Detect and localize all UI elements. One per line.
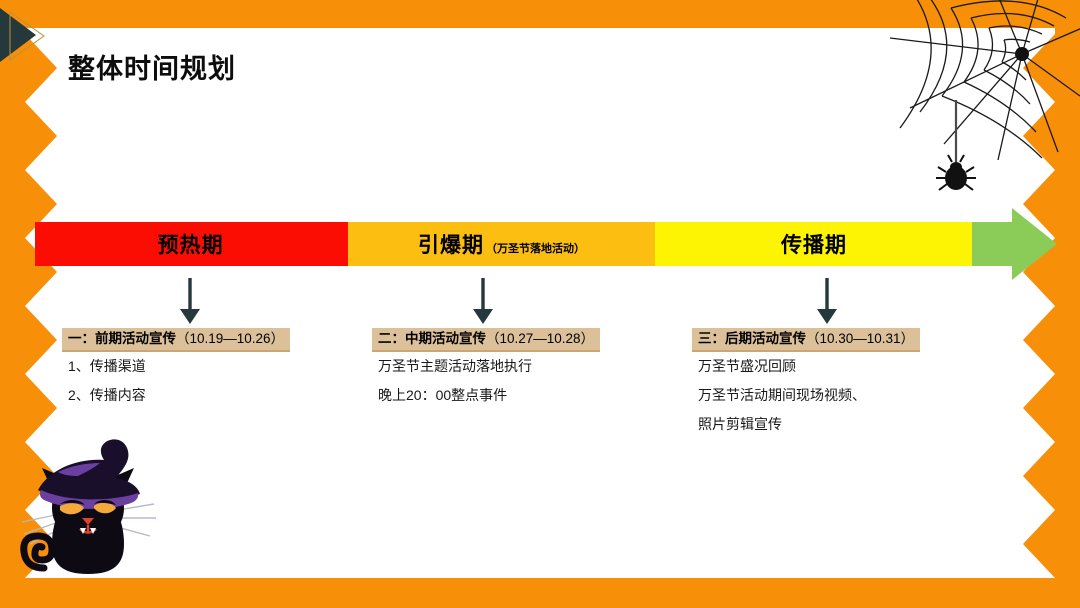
timeline-bar: 预热期 引爆期 （万圣节落地活动） 传播期 (35, 208, 1060, 280)
page-title: 整体时间规划 (68, 54, 236, 84)
phase-3-title: 后期活动宣传 (725, 331, 806, 346)
phase-3-date: （10.30—10.31） (806, 331, 915, 346)
timeline-segment-3[interactable]: 传播期 (655, 222, 975, 266)
phase-block-3: 三：后期活动宣传（10.30—10.31） 万圣节盛况回顾 万圣节活动期间现场视… (692, 328, 921, 439)
phase-1-line-2: 2、传播内容 (68, 387, 146, 403)
phase-3-index: 三： (698, 331, 725, 346)
phase-2-line-1: 万圣节主题活动落地执行 (378, 358, 532, 374)
phase-3-line-1: 万圣节盛况回顾 (698, 358, 796, 374)
timeline-arrow-head-icon (972, 208, 1057, 280)
phase-3-line-3: 照片剪辑宣传 (698, 416, 782, 432)
spider-icon (936, 154, 976, 191)
phase-block-1: 一：前期活动宣传（10.19—10.26） 1、传播渠道 2、传播内容 (62, 328, 291, 410)
phase-2-title: 中期活动宣传 (405, 331, 486, 346)
left-zigzag-edge (0, 28, 57, 578)
phase-1-line-1: 1、传播渠道 (68, 358, 146, 374)
top-accent-bar (0, 0, 1080, 28)
phase-2-line-2: 晚上20：00整点事件 (378, 387, 508, 403)
connector-arrow-2-icon (473, 278, 493, 324)
phase-2-index: 二： (378, 331, 405, 346)
bottom-accent-bar (0, 578, 1080, 608)
segment-3-label: 传播期 (781, 234, 847, 257)
timeline-segment-2[interactable]: 引爆期 （万圣节落地活动） (348, 222, 655, 266)
witch-cat-icon (20, 439, 156, 574)
segment-1-label: 预热期 (157, 234, 224, 257)
segment-2-label: 引爆期 (418, 234, 484, 257)
phase-1-index: 一： (68, 331, 95, 346)
segment-2-sublabel: （万圣节落地活动） (486, 243, 585, 255)
phase-2-heading: 二：中期活动宣传（10.27—10.28） (372, 328, 601, 352)
phase-1-heading: 一：前期活动宣传（10.19—10.26） (62, 328, 291, 352)
right-zigzag-edge (1023, 28, 1080, 578)
phase-3-heading: 三：后期活动宣传（10.30—10.31） (692, 328, 921, 352)
connector-arrow-1-icon (180, 278, 200, 324)
phase-2-date: （10.27—10.28） (486, 331, 595, 346)
spider-web-icon (889, 0, 1080, 191)
phase-block-2: 二：中期活动宣传（10.27—10.28） 万圣节主题活动落地执行 晚上20：0… (372, 328, 601, 410)
chevron-logo-icon (0, 8, 45, 62)
phase-3-line-2: 万圣节活动期间现场视频、 (698, 387, 866, 403)
connector-arrow-3-icon (817, 278, 837, 324)
timeline-segment-1[interactable]: 预热期 (35, 222, 348, 266)
phase-1-date: （10.19—10.26） (176, 331, 285, 346)
phase-1-title: 前期活动宣传 (95, 331, 176, 346)
